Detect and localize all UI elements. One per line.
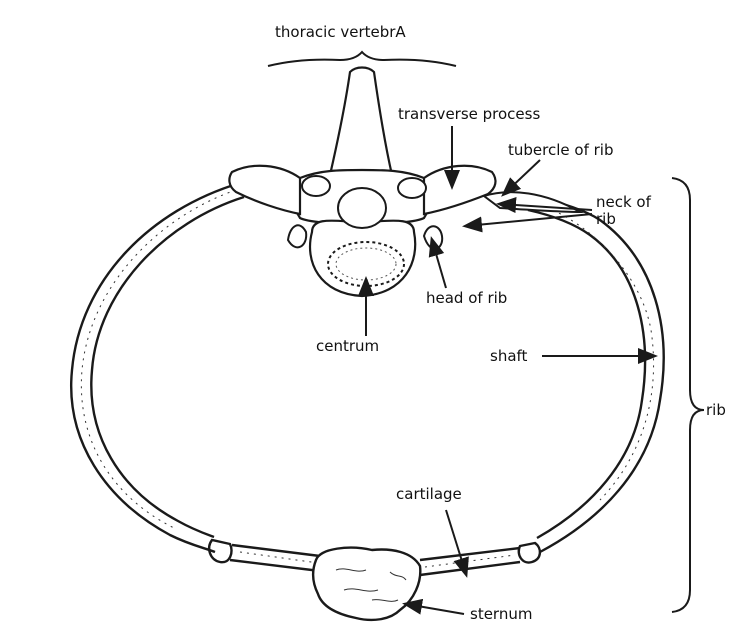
vertebra-brace	[268, 52, 456, 66]
rib-head-left-shank	[288, 225, 306, 247]
arrow-sternum	[406, 604, 464, 614]
vertebral-foramen	[338, 188, 386, 228]
thoracic-vertebra	[229, 68, 495, 297]
label-cartilage: cartilage	[396, 486, 462, 503]
label-centrum: centrum	[316, 338, 379, 355]
arrow-tubercle-of-rib	[504, 160, 540, 194]
rib-head-left	[302, 176, 330, 196]
label-neck-of-rib: neck of rib	[596, 194, 656, 228]
label-transverse-process: transverse process	[398, 106, 540, 123]
label-sternum: sternum	[470, 606, 532, 623]
label-shaft: shaft	[490, 348, 527, 365]
rib-head-right	[398, 178, 426, 198]
arrow-cartilage	[446, 510, 466, 574]
sternum	[313, 548, 420, 620]
label-thoracic-vertebra: thoracic vertebrA	[275, 24, 406, 41]
label-tubercle-of-rib: tubercle of rib	[508, 142, 613, 159]
label-rib: rib	[706, 402, 726, 419]
rib-brace	[672, 178, 704, 612]
label-head-of-rib: head of rib	[426, 290, 507, 307]
